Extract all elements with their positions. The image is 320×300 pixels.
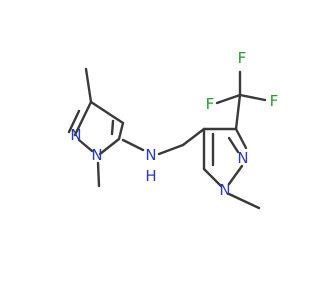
atom-f-label: F	[270, 92, 279, 110]
bond	[227, 164, 244, 186]
bond	[89, 100, 125, 125]
atom-nh-label: N	[145, 146, 156, 164]
bond	[84, 67, 93, 104]
atom-n-label: N	[91, 146, 102, 164]
bond	[77, 138, 94, 153]
bond	[98, 137, 121, 156]
atom-n-label: N	[70, 126, 81, 144]
bond	[110, 119, 115, 136]
bond	[157, 143, 185, 156]
atom-n-label: N	[219, 181, 230, 199]
atom-n-label: N	[237, 149, 248, 167]
bond	[67, 109, 81, 134]
atom-f-label: F	[206, 95, 215, 113]
molecule-structure-diagram: N N N H N N F F F	[67, 49, 279, 210]
bond	[73, 100, 93, 137]
bond	[234, 127, 248, 150]
bond	[202, 167, 223, 188]
atom-f-label: F	[238, 49, 247, 67]
bond	[238, 93, 267, 102]
bond	[181, 127, 206, 147]
atom-h-label: H	[145, 167, 156, 185]
bond	[234, 93, 242, 131]
bond	[215, 93, 242, 105]
bond	[121, 138, 145, 152]
molecule-svg: N N N H N N F F F	[67, 49, 279, 210]
bond	[227, 136, 240, 154]
bond	[227, 192, 261, 210]
bond	[96, 161, 101, 188]
bond	[117, 121, 125, 141]
